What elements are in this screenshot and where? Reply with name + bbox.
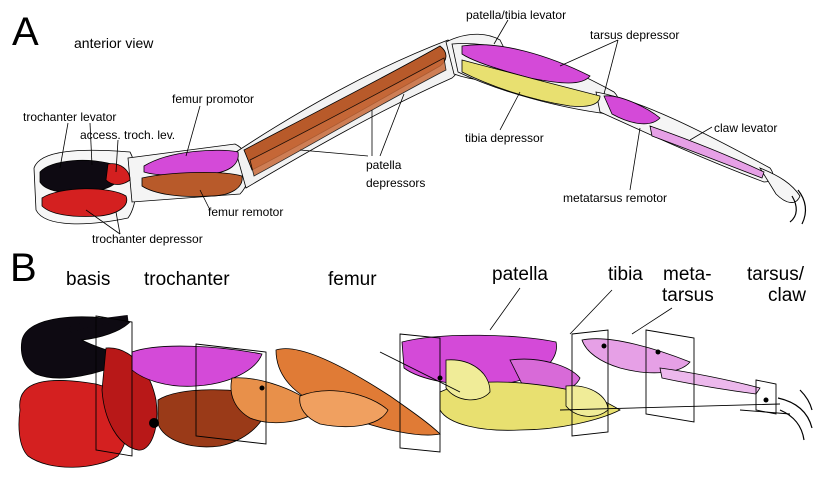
panel-b-leader-lines	[490, 288, 672, 334]
panel-b-claw-icon	[778, 390, 812, 440]
tarsus-outline	[760, 168, 800, 203]
panel-a-leader-lines	[60, 20, 712, 234]
claw-levator-muscle	[650, 126, 764, 178]
metatarsus-pink-muscle-2	[660, 368, 760, 394]
panel-a-leg	[34, 34, 805, 224]
patella-depressor-muscle-2	[250, 58, 446, 176]
panel-b-leg	[19, 317, 760, 467]
trochanter-depressor-muscle	[42, 189, 127, 217]
metatarsus-pink-muscle	[582, 339, 690, 373]
